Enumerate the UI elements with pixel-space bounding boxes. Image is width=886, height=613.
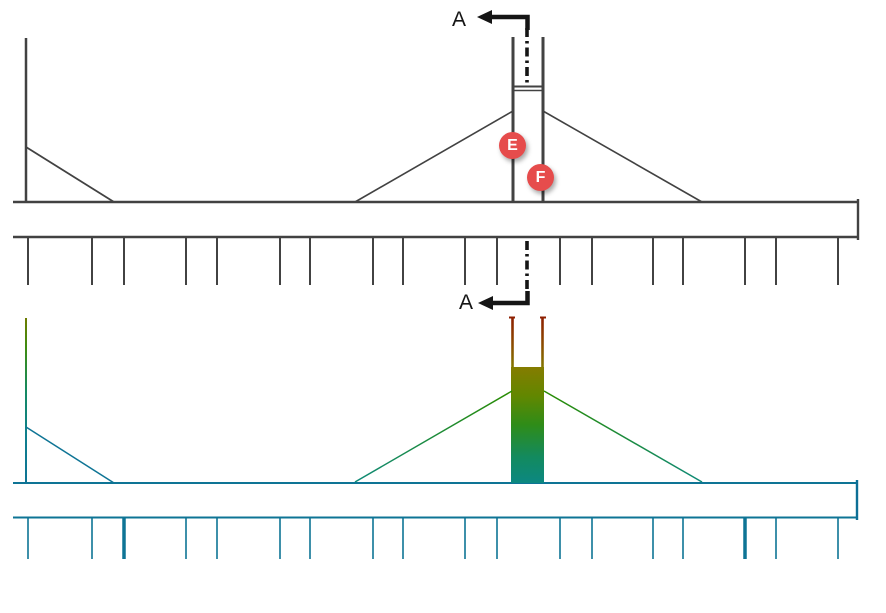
section-arrowhead-bottom xyxy=(478,296,493,310)
stay-cable-right xyxy=(542,110,703,203)
section-label-a-top: A xyxy=(452,8,467,31)
contour-result-view xyxy=(13,316,859,559)
callout-e-label: E xyxy=(507,136,518,154)
section-label-a-bottom: A xyxy=(459,291,474,314)
section-arrow-top-line xyxy=(489,14,530,30)
section-cut-line xyxy=(477,10,530,310)
section-arrowhead-top xyxy=(477,10,492,24)
elevation-line-drawing xyxy=(13,37,860,285)
stay-cable-left xyxy=(354,110,514,203)
pile-group xyxy=(27,237,839,285)
callout-f-label: F xyxy=(535,168,546,186)
left-stay-line xyxy=(25,146,115,203)
contour-stay-left xyxy=(354,390,513,483)
callout-badge-f: F xyxy=(527,164,554,191)
callout-badge-e: E xyxy=(499,132,526,159)
contour-pile-group xyxy=(27,517,839,559)
contour-tower-shaft xyxy=(511,367,544,483)
contour-left-stay xyxy=(25,426,115,484)
section-arrow-bottom-line xyxy=(490,291,530,306)
contour-stay-right xyxy=(543,390,703,483)
